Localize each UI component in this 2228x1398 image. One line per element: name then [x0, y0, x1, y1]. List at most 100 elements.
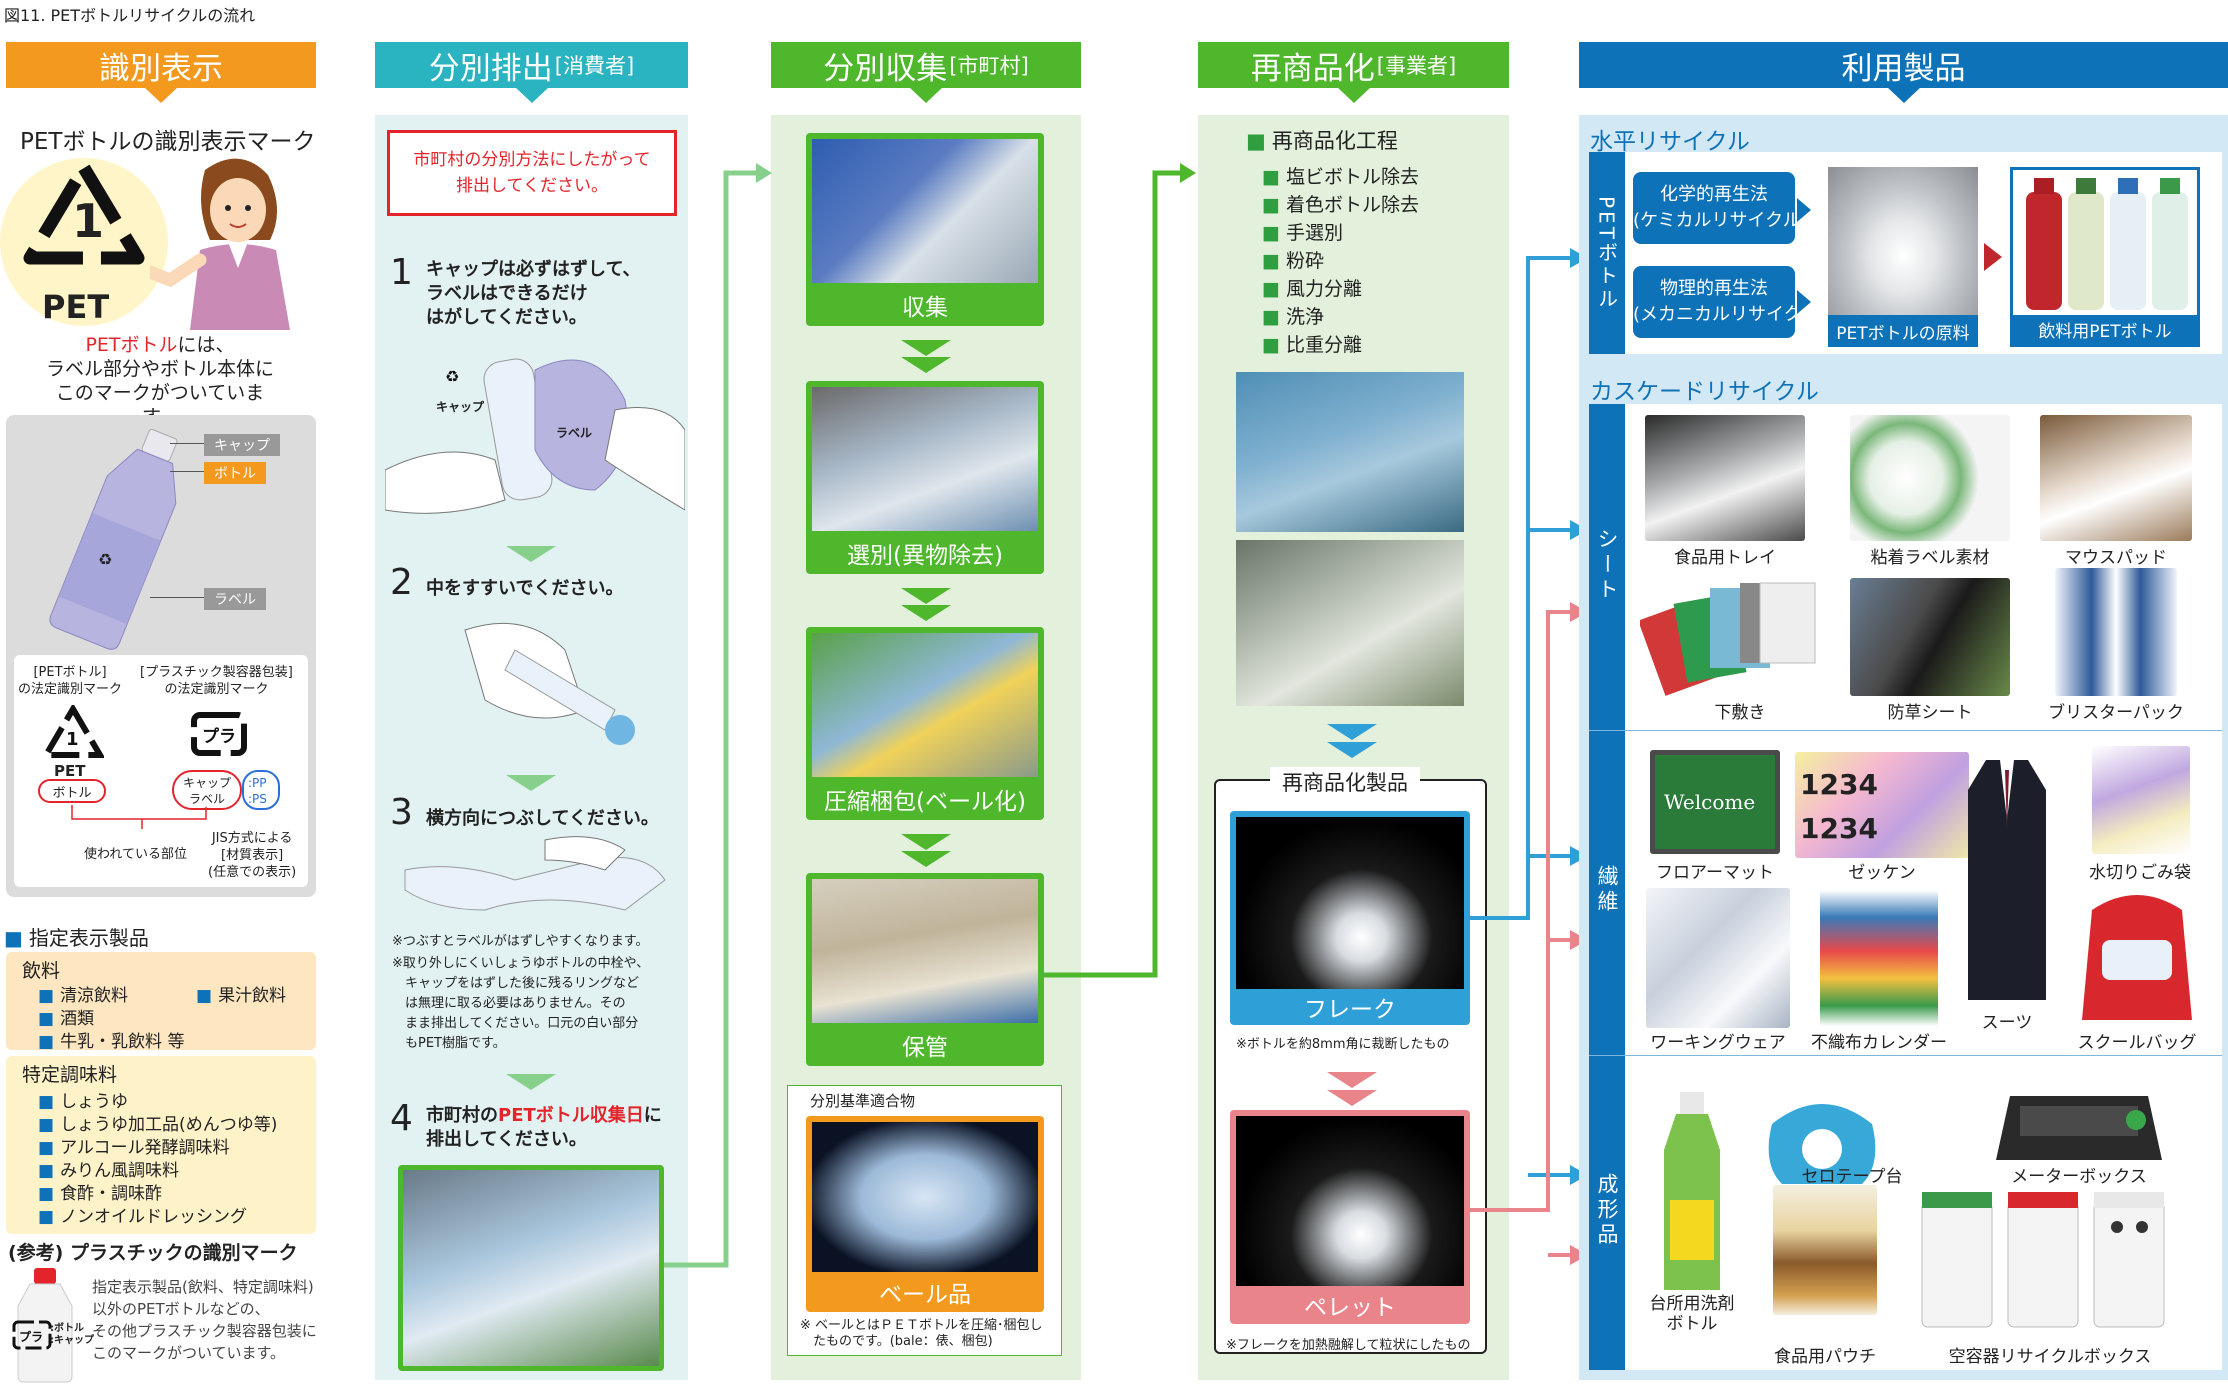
sheet-side-label: シート: [1595, 527, 1619, 603]
mark-title: PETボトルの識別表示マーク: [20, 129, 316, 155]
sorting-photo-image: [812, 387, 1038, 531]
floor-mat-photo: [1650, 750, 1780, 854]
plastic-recycle-icon: プラ: [191, 712, 247, 756]
arrow-to-material-1: [1797, 198, 1811, 222]
raw-material-photo: [1828, 167, 1978, 315]
weed-sheet-label: 防草シート: [1887, 703, 1973, 723]
bib-number-text-2: 1234: [1800, 812, 1878, 845]
molded-side-label: 成形品: [1595, 1172, 1619, 1248]
step1-num: 1: [390, 252, 413, 293]
caption-flake: フレーク: [1304, 997, 1396, 1023]
tape-dispenser-photo: [1768, 1104, 1876, 1184]
detergent-bottle-label: 台所用洗剤 ボトル: [1649, 1294, 1735, 1334]
svg-text:1: 1: [66, 729, 79, 750]
collection-arrow-3b: [901, 851, 951, 867]
meter-box-label: メーターボックス: [2011, 1167, 2147, 1187]
seasoning-item-3: アルコール発酵調味料: [38, 1133, 230, 1158]
food-tray-label: 食品用トレイ: [1674, 548, 1776, 568]
cap-label-oval: キャップ ラベル: [172, 770, 242, 810]
mousepad-photo: [2040, 415, 2192, 541]
step2-illustration: [464, 622, 635, 745]
pellet-note: ※フレークを加熱融解して粒状にしたもの: [1226, 1338, 1471, 1353]
step1-illustration: ♻: [385, 358, 685, 514]
cap-line: [170, 443, 204, 444]
header-collection: 分別収集[市町村]: [771, 42, 1081, 103]
step3-illustration: [404, 836, 666, 911]
collection-photo-image: [812, 139, 1038, 283]
drink-item-1: 清涼飲料: [38, 981, 128, 1006]
step-arrow-2: [506, 775, 556, 791]
designated-title: 指定表示製品: [4, 922, 149, 951]
school-bag-label: スクールバッグ: [2077, 1033, 2197, 1053]
blister-pack-label: ブリスターパック: [2048, 703, 2184, 723]
flake-to-pellet-arrow-1: [1327, 1072, 1377, 1088]
drink-bottles-image: [2026, 178, 2188, 310]
baling-photo-image: [812, 633, 1038, 777]
legal-plastic-text: [プラスチック製容器包装] の法定識別マーク: [140, 665, 293, 697]
ref-bottle-icon: プラ: [12, 1268, 73, 1383]
meter-box-photo: [1996, 1096, 2162, 1160]
pet-bottle-oval: ボトル: [38, 779, 106, 803]
seasoning-item-2: しょうゆ加工品(めんつゆ等): [38, 1110, 277, 1135]
svg-text:♻: ♻: [445, 367, 459, 386]
underlay-label: 下敷き: [1714, 703, 1766, 723]
bale-note: ※ ベールとはＰＥＴボトルを圧縮･梱包し たものです。(bale：俵、梱包): [800, 1318, 1043, 1349]
header-recycling: 再商品化[事業者]: [1198, 42, 1509, 103]
physical-box: 物理的再生法 (メカニカルリサイクル): [1633, 266, 1826, 338]
pp-ps-oval: :PP :PS: [242, 770, 280, 810]
caption-storage: 保管: [902, 1034, 948, 1061]
suit-photo: [1968, 760, 2046, 1000]
floor-mat-welcome: Welcome: [1664, 790, 1756, 814]
svg-text:♻: ♻: [98, 550, 112, 569]
svg-text:プラ: プラ: [19, 1329, 43, 1344]
drinks-title: 飲料: [22, 960, 61, 982]
cap-tag: キャップ: [204, 434, 280, 456]
chemical-box: 化学的再生法 (ケミカルリサイクル): [1633, 172, 1808, 244]
trash-bag-photo: [2092, 746, 2190, 854]
bib-number-label: ゼッケン: [1848, 863, 1916, 883]
mousepad-label: マウスパッド: [2065, 548, 2167, 568]
fiber-divider: [1589, 1055, 2222, 1056]
caption-sorting: 選別(異物除去): [847, 542, 1003, 569]
drink-item-4: 牛乳・乳飲料 等: [38, 1027, 184, 1052]
calendar-label: 不織布カレンダー: [1811, 1033, 1947, 1053]
seasoning-item-1: しょうゆ: [38, 1087, 128, 1112]
note2: ※取り外しにくいしょうゆボトルの中栓や、 キャップをはずした後に残るリングなど …: [392, 956, 650, 1051]
small-pet-icon: 1: [42, 705, 104, 758]
recycle-box-label: 空容器リサイクルボックス: [1948, 1347, 2152, 1367]
tape-dispenser-label: セロテープ台: [1801, 1167, 1903, 1187]
floor-mat-label: フロアーマット: [1656, 863, 1774, 883]
used-part-bracket: [71, 805, 207, 829]
arrow-to-material-2: [1797, 290, 1811, 314]
small-pet-word: PET: [54, 762, 86, 780]
flake-note: ※ボトルを約8mm角に裁断したもの: [1236, 1037, 1450, 1052]
svg-text:プラ: プラ: [202, 726, 236, 747]
drink-bottle-caption: 飲料用PETボトル: [2013, 315, 2197, 344]
cascade-title: カスケードリサイクル: [1590, 379, 1819, 405]
process-step-4: 粉砕: [1262, 246, 1324, 273]
step1-label-word: ラベル: [556, 426, 593, 440]
raw-material-caption: PETボトルの原料: [1828, 315, 1978, 347]
flake-photo-image: [1236, 817, 1464, 989]
pellet-photo-image: [1236, 1116, 1464, 1286]
process-step-7: 比重分離: [1262, 330, 1362, 357]
drink-item-3: 酒類: [38, 1004, 94, 1029]
weed-sheet-photo: [1850, 578, 2010, 696]
figure-title: 図11. PETボトルリサイクルの流れ: [4, 6, 256, 25]
pet-recycle-icon: [23, 161, 145, 265]
label-tag: ラベル: [204, 588, 266, 610]
work-wear-label: ワーキングウェア: [1650, 1033, 1786, 1053]
bale-photo-image: [812, 1122, 1038, 1272]
seasoning-item-6: ノンオイルドレッシング: [38, 1202, 247, 1227]
sheet-divider: [1589, 730, 2222, 731]
collection-arrow-2: [901, 588, 951, 604]
collection-arrow-1: [901, 340, 951, 356]
process-step-2: 着色ボトル除去: [1262, 190, 1419, 217]
step1-cap-word: キャップ: [436, 400, 485, 414]
process-step-6: 洗浄: [1262, 302, 1324, 329]
step1-text: キャップは必ずはずして、 ラベルはできるだけ はがしてください。: [426, 259, 641, 328]
pet-bottle-image: ♻: [49, 428, 178, 650]
food-pouch-label: 食品用パウチ: [1774, 1347, 1876, 1367]
blister-pack-photo: [2055, 568, 2177, 696]
